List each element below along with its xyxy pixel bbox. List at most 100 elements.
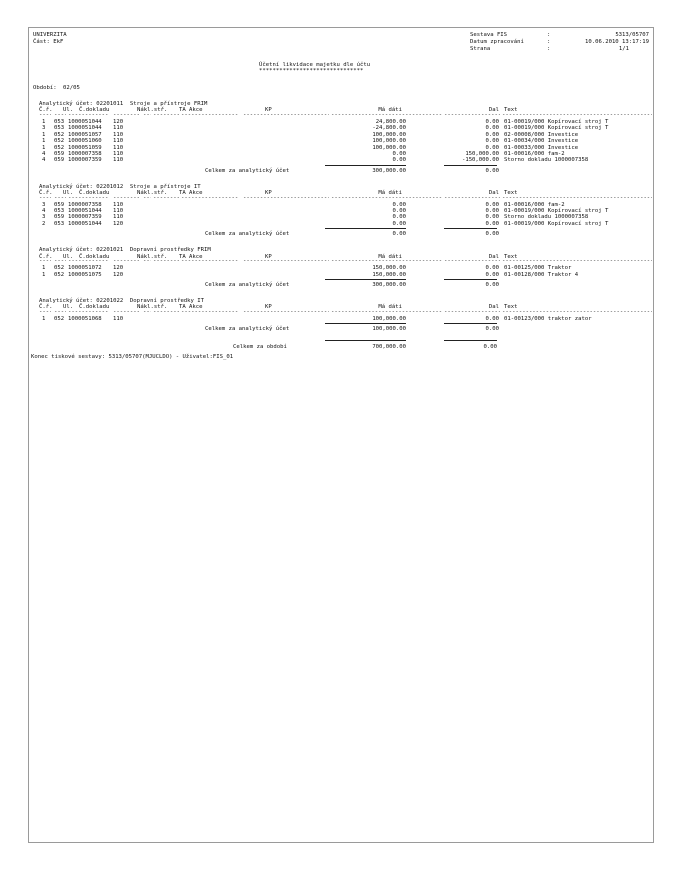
colon: :: [547, 32, 551, 38]
page-label: Strana: [470, 46, 491, 52]
section-title: Analytický účet: 02201021 Dopravní prost…: [39, 247, 211, 254]
row-ul: 059: [54, 150, 65, 157]
header-separator: ----------------------------------------…: [444, 111, 500, 118]
header-separator: ----------------------------------------…: [502, 308, 652, 315]
column-header-kp: KP: [265, 253, 272, 260]
column-header-akce: Akce: [189, 190, 203, 197]
row-text: 01-00019/000 Kopírovací stroj T: [504, 208, 609, 215]
row-ul: 053: [54, 220, 65, 227]
column-header-doc: Č.dokladu: [79, 304, 110, 311]
row-text: 01-00019/000 Kopírovací stroj T: [504, 118, 609, 125]
subtotal-rule: [444, 228, 497, 230]
header-separator: ----------------------------------------…: [243, 308, 329, 315]
row-naklstr: 120: [113, 265, 124, 272]
row-doc: 1000051072: [68, 265, 102, 272]
column-header-ul: Ul.: [63, 304, 74, 311]
row-dal: 0.00: [485, 315, 499, 322]
row-ul: 059: [54, 201, 65, 208]
column-header-md: Má dáti: [378, 304, 402, 311]
row-cr: 1: [42, 144, 46, 151]
header-separator: ----------------------------------------…: [181, 194, 239, 201]
row-ul: 052: [54, 271, 65, 278]
header-separator: ----------------------------------------…: [153, 258, 179, 265]
header-separator: ----------------------------------------…: [54, 258, 66, 265]
colon: :: [547, 39, 551, 45]
column-header-ul: Ul.: [63, 190, 74, 197]
row-naklstr: 110: [113, 150, 124, 157]
row-dal: 0.00: [485, 201, 499, 208]
column-header-naklstr: Nákl.stř.: [137, 253, 168, 260]
header-separator: ----------------------------------------…: [502, 258, 652, 265]
report-id-value: 5313/05707: [615, 32, 649, 38]
subtotal-dal: 0.00: [485, 167, 499, 174]
column-header-text: Text: [504, 190, 518, 197]
row-dal: 0.00: [485, 220, 499, 227]
row-text: 01-00034/000 Investice: [504, 138, 579, 145]
row-ul: 052: [54, 138, 65, 145]
subtotal-rule: [444, 164, 497, 166]
row-cr: 1: [42, 131, 46, 138]
header-separator: ----------------------------------------…: [143, 258, 151, 265]
row-dal: 0.00: [485, 271, 499, 278]
row-naklstr: 110: [113, 214, 124, 221]
column-header-md: Má dáti: [378, 190, 402, 197]
row-doc: 1000051060: [68, 138, 102, 145]
title-underline: *******************************: [259, 68, 364, 74]
row-md: 0.00: [392, 201, 406, 208]
header-separator: ----------------------------------------…: [113, 308, 139, 315]
row-cr: 3: [42, 201, 46, 208]
header-separator: ----------------------------------------…: [181, 111, 239, 118]
column-header-cr: Č.ř.: [39, 304, 53, 311]
period-total-md: 700,000.00: [372, 344, 406, 351]
header-separator: ----------------------------------------…: [68, 194, 109, 201]
header-separator: ----------------------------------------…: [502, 194, 652, 201]
row-text: 01-00019/000 Kopírovací stroj T: [504, 125, 609, 132]
header-separator: ----------------------------------------…: [143, 111, 151, 118]
row-doc: 1000051075: [68, 271, 102, 278]
section-title: Analytický účet: 02201022 Dopravní prost…: [39, 297, 205, 304]
report-id-label: Sestava FIS: [470, 32, 508, 38]
header-separator: ----------------------------------------…: [331, 111, 442, 118]
column-header-kp: KP: [265, 190, 272, 197]
row-md: 150,000.00: [372, 271, 406, 278]
page-number: 1/1: [618, 46, 629, 52]
header-separator: ----------------------------------------…: [444, 258, 500, 265]
row-doc: 1000051059: [68, 144, 102, 151]
column-header-kp: KP: [265, 304, 272, 311]
column-header-dal: Dal: [488, 304, 499, 311]
row-text: 01-00128/000 Traktor 4: [504, 271, 579, 278]
header-separator: ----------------------------------------…: [39, 308, 51, 315]
row-doc: 1000051057: [68, 131, 102, 138]
column-header-cr: Č.ř.: [39, 107, 53, 114]
row-md: -24,800.00: [372, 125, 406, 132]
row-dal: 0.00: [485, 208, 499, 215]
header-separator: ----------------------------------------…: [113, 194, 139, 201]
row-doc: 1000051044: [68, 125, 102, 132]
row-dal: 0.00: [485, 214, 499, 221]
subtotal-rule: [444, 278, 497, 280]
row-text: Storno dokladu 1000007358: [504, 157, 589, 164]
column-header-md: Má dáti: [378, 253, 402, 260]
row-md: 0.00: [392, 220, 406, 227]
row-text: 01-00125/000 Traktor: [504, 265, 572, 272]
column-header-doc: Č.dokladu: [79, 190, 110, 197]
row-naklstr: 110: [113, 138, 124, 145]
row-ul: 053: [54, 125, 65, 132]
row-cr: 3: [42, 125, 46, 132]
row-naklstr: 110: [113, 157, 124, 164]
header-separator: ----------------------------------------…: [181, 308, 239, 315]
header-separator: ----------------------------------------…: [243, 194, 329, 201]
report-title: Účetní likvidace majetku dle účtu: [259, 62, 371, 68]
header-separator: ----------------------------------------…: [502, 111, 652, 118]
row-cr: 1: [42, 315, 46, 322]
row-naklstr: 110: [113, 144, 124, 151]
row-naklstr: 120: [113, 118, 124, 125]
column-header-ta: TA: [179, 253, 186, 260]
